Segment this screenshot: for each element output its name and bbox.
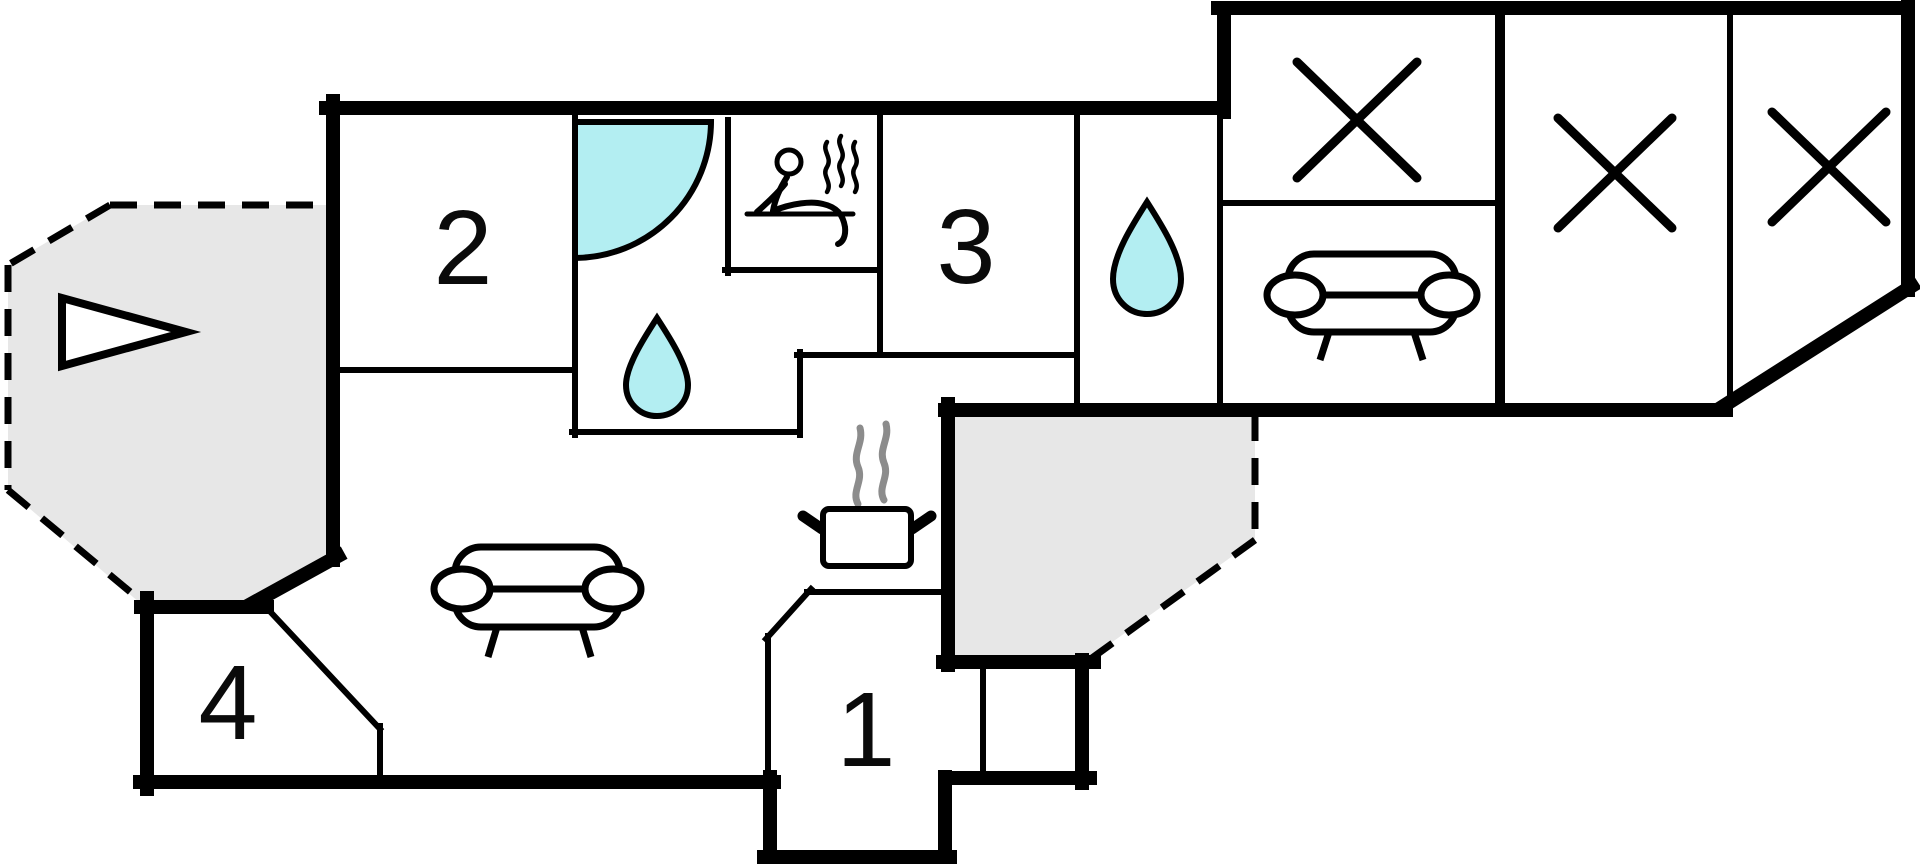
room-label-2: 2 bbox=[434, 189, 493, 307]
sauna-icon bbox=[744, 133, 859, 247]
left-terrace-area bbox=[8, 205, 333, 603]
water-drop-icon-2 bbox=[1109, 196, 1185, 318]
sofa-icon-living-room bbox=[430, 543, 645, 659]
bed-x-icon-2 bbox=[1553, 113, 1677, 233]
room-label-4: 4 bbox=[199, 644, 258, 762]
sofa-icon-right-wing bbox=[1263, 250, 1481, 362]
right-terrace-dashed-boundary bbox=[1089, 414, 1259, 661]
left-terrace-dashed-boundary bbox=[4, 201, 333, 603]
room-label-1: 1 bbox=[837, 671, 896, 789]
bed-x-icon-1 bbox=[1292, 57, 1422, 183]
terrace-triangle-icon bbox=[58, 292, 202, 372]
shower-icon bbox=[572, 119, 715, 262]
bed-x-icon-3 bbox=[1767, 107, 1891, 227]
water-drop-icon-1 bbox=[622, 312, 692, 420]
kitchen-pot-icon bbox=[797, 420, 937, 569]
room-label-3: 3 bbox=[937, 188, 996, 306]
right-terrace-area bbox=[948, 410, 1255, 658]
exterior-walls bbox=[133, 0, 1920, 864]
interior-walls bbox=[259, 5, 1733, 786]
